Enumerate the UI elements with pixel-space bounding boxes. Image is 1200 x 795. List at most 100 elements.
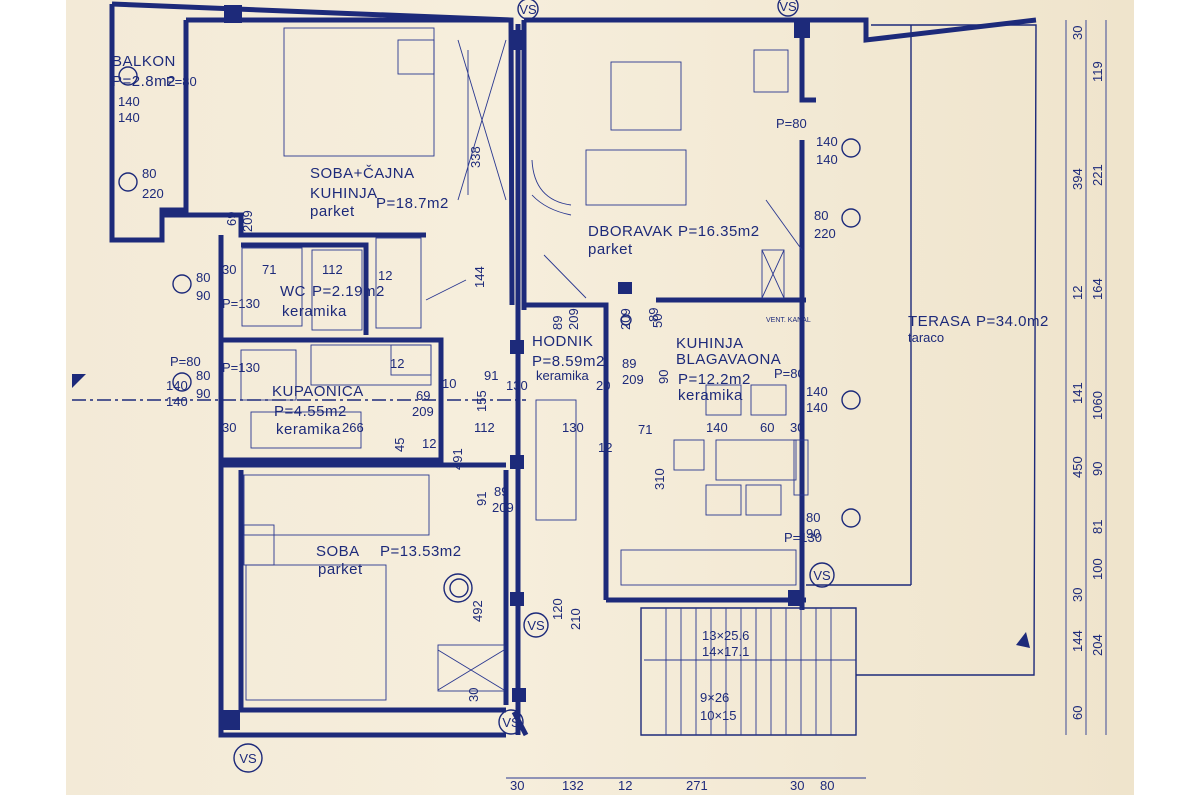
svg-text:394: 394 xyxy=(1070,168,1085,190)
vs-label: VS xyxy=(239,751,257,766)
svg-text:12: 12 xyxy=(378,268,392,283)
svg-text:30: 30 xyxy=(510,778,524,793)
room-soba-kuhinja-name2: KUHINJA xyxy=(310,185,378,202)
room-balkon-name: BALKON xyxy=(112,53,176,70)
opening-note: 80 xyxy=(142,166,156,181)
svg-text:12: 12 xyxy=(618,778,632,793)
opening-note: 90 xyxy=(806,526,820,541)
opening-note: 209 xyxy=(622,372,644,387)
room-balkon-area: P=2.8m2 xyxy=(112,73,176,90)
svg-text:155: 155 xyxy=(474,390,489,412)
opening-note: 69 xyxy=(224,212,239,226)
svg-text:144: 144 xyxy=(472,266,487,288)
room-wc-name: WC xyxy=(280,283,306,300)
opening-note: 209 xyxy=(566,308,581,330)
svg-text:14×17.1: 14×17.1 xyxy=(702,644,749,659)
vs-label: VS xyxy=(527,618,545,633)
svg-text:210: 210 xyxy=(568,608,583,630)
svg-text:310: 310 xyxy=(652,468,667,490)
room-kupaonica-name: KUPAONICA xyxy=(272,383,364,400)
opening-note: 69 xyxy=(416,388,430,403)
room-kupaonica-floor: keramika xyxy=(276,421,341,438)
opening-note: 140 xyxy=(166,394,188,409)
svg-text:71: 71 xyxy=(638,422,652,437)
room-hodnik-name: HODNIK xyxy=(532,333,593,350)
opening-note: 140 xyxy=(118,110,140,125)
lamp-symbol xyxy=(443,573,473,603)
opening-note: 209 xyxy=(412,404,434,419)
opening-note: 209 xyxy=(492,500,514,515)
room-dboravak-name: DBORAVAK xyxy=(588,223,673,240)
vs-label: VS xyxy=(779,0,797,14)
svg-text:209: 209 xyxy=(618,308,633,330)
svg-text:338: 338 xyxy=(468,146,483,168)
svg-text:9×26: 9×26 xyxy=(700,690,729,705)
room-terasa-area: P=34.0m2 xyxy=(976,313,1049,330)
svg-text:91: 91 xyxy=(484,368,498,383)
svg-text:112: 112 xyxy=(322,262,343,277)
opening-note: P=80 xyxy=(166,74,197,89)
room-soba-floor: parket xyxy=(318,561,363,578)
opening-note: 140 xyxy=(806,384,828,399)
svg-text:130: 130 xyxy=(562,420,584,435)
svg-text:80: 80 xyxy=(820,778,834,793)
svg-text:91: 91 xyxy=(474,492,489,506)
opening-note: 89 xyxy=(494,484,508,499)
opening-note: 80 xyxy=(196,270,210,285)
svg-text:90: 90 xyxy=(1090,462,1105,476)
section-line xyxy=(72,374,1030,648)
room-soba-kuhinja-area: P=18.7m2 xyxy=(376,195,449,212)
svg-text:120: 120 xyxy=(550,598,565,620)
opening-labels: P=80 140 140 80 220 69 209 P=80 140 140 … xyxy=(118,74,838,545)
opening-note: P=80 xyxy=(776,116,807,131)
opening-note: 80 xyxy=(806,510,820,525)
svg-text:112: 112 xyxy=(474,420,495,435)
room-dboravak-floor: parket xyxy=(588,241,633,258)
room-wc-area: P=2.19m2 xyxy=(312,283,385,300)
columns xyxy=(222,5,810,730)
svg-text:491: 491 xyxy=(450,448,465,470)
svg-text:20: 20 xyxy=(596,378,610,393)
vs-label: VS xyxy=(502,715,520,730)
room-terasa-floor: taraco xyxy=(908,330,944,345)
svg-text:204: 204 xyxy=(1090,634,1105,656)
svg-text:1060: 1060 xyxy=(1090,391,1105,420)
opening-note: 140 xyxy=(806,400,828,415)
floor-plan-sheet: VS VS VS VS VS VS BALKON P=2.8m2 SOBA+ČA… xyxy=(66,0,1134,795)
opening-note: 89 xyxy=(622,356,636,371)
svg-text:266: 266 xyxy=(342,420,364,435)
opening-note: 90 xyxy=(196,288,210,303)
window-markers xyxy=(118,66,861,598)
svg-text:30: 30 xyxy=(222,262,236,277)
svg-text:30: 30 xyxy=(790,420,804,435)
room-kupaonica-area: P=4.55m2 xyxy=(274,403,347,420)
room-soba-kuhinja-name: SOBA+ČAJNA xyxy=(310,165,415,182)
svg-text:12: 12 xyxy=(390,356,404,371)
room-kuhinja-name2: BLAGAVAONA xyxy=(676,351,781,368)
vs-label: VS xyxy=(813,568,831,583)
room-terasa-name: TERASA xyxy=(908,313,971,330)
svg-text:221: 221 xyxy=(1090,164,1105,186)
room-kuhinja-floor: keramika xyxy=(678,387,743,404)
svg-text:30: 30 xyxy=(222,420,236,435)
svg-text:12: 12 xyxy=(422,436,436,451)
opening-note: P=130 xyxy=(222,296,260,311)
opening-note: P=130 xyxy=(784,530,822,545)
opening-note: 140 xyxy=(816,134,838,149)
dimension-labels-right: 30 119 394 221 12 164 141 1060 450 90 81… xyxy=(1070,26,1105,720)
svg-text:450: 450 xyxy=(1070,456,1085,478)
svg-text:100: 100 xyxy=(1090,558,1105,580)
svg-text:45: 45 xyxy=(392,438,407,452)
vs-label: VS xyxy=(519,2,537,17)
opening-note: 220 xyxy=(814,226,836,241)
svg-text:50: 50 xyxy=(650,314,665,328)
svg-text:71: 71 xyxy=(262,262,276,277)
dimension-labels-bottom: 30 132 12 271 30 80 xyxy=(510,778,834,793)
room-soba-area: P=13.53m2 xyxy=(380,543,462,560)
room-hodnik-area: P=8.59m2 xyxy=(532,353,605,370)
svg-text:271: 271 xyxy=(686,778,708,793)
floor-plan: VS VS VS VS VS VS BALKON P=2.8m2 SOBA+ČA… xyxy=(72,0,1107,793)
svg-text:30: 30 xyxy=(1070,588,1085,602)
svg-text:60: 60 xyxy=(1070,706,1085,720)
svg-text:492: 492 xyxy=(470,600,485,622)
